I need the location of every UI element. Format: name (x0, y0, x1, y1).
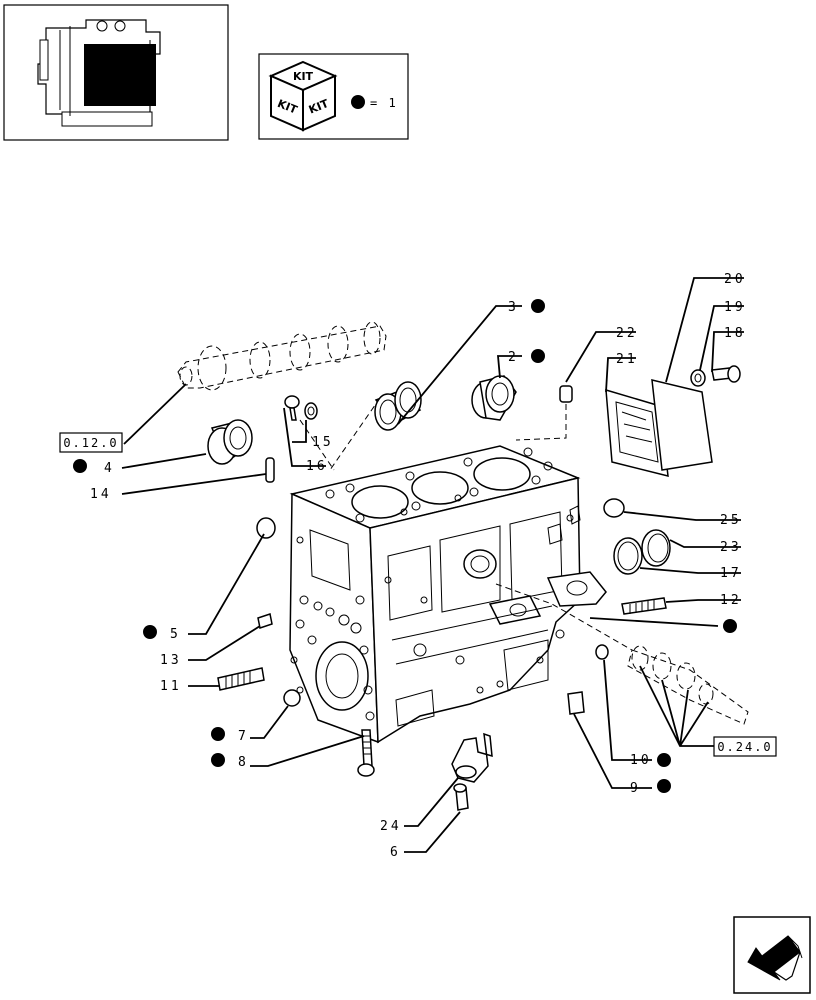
callout-10-label: 10 (630, 753, 652, 768)
callout-17-label[interactable]: 17 (720, 566, 742, 581)
kit-label-top: KIT (293, 70, 314, 83)
part-20-cover-plate[interactable] (651, 379, 713, 471)
callout-10[interactable]: 10 (630, 753, 671, 768)
callout-7[interactable]: 7 (211, 727, 249, 744)
kit-dot-icon (531, 299, 545, 313)
part-13-dowel[interactable] (257, 613, 273, 629)
kit-dot-icon (143, 625, 157, 639)
callout-7-label: 7 (238, 729, 249, 744)
part-4-bushing[interactable] (207, 419, 253, 465)
part-5-plug[interactable] (256, 517, 276, 539)
kit-dot-icon (531, 349, 545, 363)
engine-thumbnail[interactable] (3, 4, 229, 141)
callout-11-label[interactable]: 11 (160, 679, 182, 694)
part-25-plug[interactable] (603, 498, 625, 518)
callout-9-label: 9 (630, 781, 641, 796)
callout-8-label: 8 (238, 755, 249, 770)
kit-cube-icon: KIT KIT KIT (268, 60, 338, 132)
callout-23-label[interactable]: 23 (720, 540, 742, 555)
camshaft-outline (177, 321, 387, 391)
engine-thumbnail-icon (37, 19, 161, 127)
part-16-bolt[interactable] (284, 395, 300, 421)
part-19-washer[interactable] (690, 369, 706, 387)
part-11-stud[interactable] (217, 667, 265, 691)
part-18-bolt[interactable] (711, 365, 741, 383)
callouts: 3 2 22 21 20 19 18 15 16 4 14 25 23 17 1… (73, 272, 746, 860)
callout-15-label[interactable]: 15 (312, 435, 334, 450)
part-22-dowel[interactable] (559, 385, 573, 403)
part-12-stud[interactable] (621, 597, 667, 615)
kit-dot-icon (211, 727, 225, 741)
callout-12-label[interactable]: 12 (720, 593, 742, 608)
part-2-bushing[interactable] (471, 375, 517, 421)
callout-22-label[interactable]: 22 (616, 326, 638, 341)
next-page-button[interactable] (733, 916, 811, 994)
kit-dot-icon (351, 95, 365, 109)
callout-2-label: 2 (508, 350, 519, 365)
callout-3-label: 3 (508, 300, 519, 315)
callout-8[interactable]: 8 (211, 753, 249, 770)
part-24-oil-jet[interactable] (451, 732, 493, 783)
callout-5-label: 5 (170, 627, 181, 642)
callout-25-label[interactable]: 25 (720, 513, 742, 528)
kit-dot-icon (73, 459, 87, 473)
kit-equation: = 1 (370, 96, 398, 110)
part-6-bolt[interactable] (453, 783, 469, 811)
callout-6-label[interactable]: 6 (390, 845, 401, 860)
part-7-plug[interactable] (283, 689, 301, 707)
part-10-plug[interactable] (595, 644, 609, 660)
ref-box-camshaft[interactable]: 0.12.0 (59, 432, 123, 453)
part-3-bushing[interactable] (374, 381, 422, 431)
ref-injection-pump-label: 0.24.0 (717, 740, 772, 754)
part-14-dowel[interactable] (265, 457, 275, 483)
ref-box-injection-pump[interactable]: 0.24.0 (713, 736, 777, 757)
part-17-seal-ring[interactable] (613, 537, 643, 575)
callout-16-label[interactable]: 16 (306, 459, 328, 474)
part-23-cap[interactable] (641, 529, 671, 567)
part-9-plug[interactable] (567, 691, 585, 715)
arrow-down-left-icon (747, 935, 803, 981)
callout-13-label[interactable]: 13 (160, 653, 182, 668)
kit-legend: KIT KIT KIT = 1 (258, 53, 409, 140)
kit-dot-icon (657, 753, 671, 767)
kit-dot-icon (211, 753, 225, 767)
callout-14-label[interactable]: 14 (90, 487, 112, 502)
callout-19-label[interactable]: 19 (724, 300, 746, 315)
callout-2[interactable]: 2 (508, 349, 545, 365)
callout-9[interactable]: 9 (630, 779, 671, 796)
callout-20-label[interactable]: 20 (724, 272, 746, 287)
callout-5[interactable]: 5 (143, 625, 181, 642)
callout-18-label[interactable]: 18 (724, 326, 746, 341)
part-8-bolt[interactable] (357, 729, 375, 777)
injection-pump-outline (627, 645, 749, 725)
kit-dot-icon (657, 779, 671, 793)
engine-block (289, 445, 607, 744)
callout-21-label[interactable]: 21 (616, 352, 638, 367)
leader-lines (121, 277, 744, 853)
kit-dot-icon (723, 619, 737, 633)
callout-3[interactable]: 3 (508, 299, 545, 315)
part-15-washer[interactable] (304, 402, 318, 420)
callout-4[interactable]: 4 (73, 459, 115, 476)
callout-24-label[interactable]: 24 (380, 819, 402, 834)
callout-4-label: 4 (104, 461, 115, 476)
part-21-gasket[interactable] (605, 388, 669, 477)
ref-camshaft-label: 0.12.0 (63, 436, 118, 450)
